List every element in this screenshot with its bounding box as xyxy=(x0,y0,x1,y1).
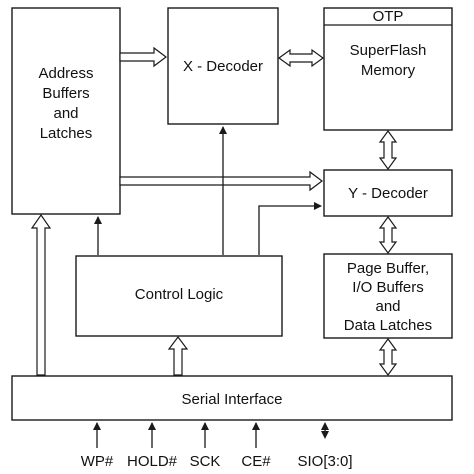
bus-arrow-pagebuffer-serial xyxy=(378,337,398,377)
superflash-label: SuperFlash Memory xyxy=(350,42,427,79)
serial-interface-label: Serial Interface xyxy=(182,391,283,408)
bus-arrow-serial-to-control xyxy=(167,336,189,376)
pin-label-sck: SCK xyxy=(190,453,221,470)
x-decoder-block xyxy=(167,7,279,125)
svg-text:Latches: Latches xyxy=(40,125,93,142)
bus-arrow-xdecoder-superflash xyxy=(277,48,325,68)
pin-arrow-sio-down xyxy=(321,431,329,439)
svg-text:Data Latches: Data Latches xyxy=(344,317,432,334)
page-buffer-label: Page Buffer, I/O Buffers and Data Latche… xyxy=(344,260,432,334)
bus-arrow-superflash-ydecoder xyxy=(378,129,398,171)
bus-arrow-address-to-xdecoder xyxy=(119,46,167,68)
pin-label-ce: CE# xyxy=(241,453,271,470)
pin-arrow-sio-up xyxy=(321,422,329,430)
bus-arrow-address-to-ydecoder xyxy=(119,170,323,192)
svg-text:Page Buffer,: Page Buffer, xyxy=(347,260,429,277)
control-logic-block xyxy=(75,255,283,337)
x-decoder-label: X - Decoder xyxy=(183,58,263,75)
svg-text:and: and xyxy=(53,105,78,122)
svg-text:Address: Address xyxy=(38,65,93,82)
bus-arrow-serial-to-address xyxy=(30,213,52,376)
svg-text:Memory: Memory xyxy=(361,62,416,79)
address-buffers-label: Address Buffers and Latches xyxy=(38,65,93,142)
address-buffers-block xyxy=(11,7,121,215)
svg-text:Buffers: Buffers xyxy=(42,85,89,102)
control-logic-label: Control Logic xyxy=(135,286,224,303)
bus-arrow-ydecoder-pagebuffer xyxy=(378,215,398,255)
pin-label-sio: SIO[3:0] xyxy=(297,453,352,470)
y-decoder-block xyxy=(323,169,453,217)
svg-text:SuperFlash: SuperFlash xyxy=(350,42,427,59)
pin-label-hold: HOLD# xyxy=(127,453,178,470)
svg-text:and: and xyxy=(375,298,400,315)
otp-label: OTP xyxy=(373,8,404,25)
y-decoder-label: Y - Decoder xyxy=(348,185,428,202)
svg-text:I/O Buffers: I/O Buffers xyxy=(352,279,423,296)
line-control-to-ydecoder xyxy=(258,202,322,255)
page-buffer-block xyxy=(323,253,453,339)
superflash-memory-block xyxy=(323,7,453,131)
pin-label-wp: WP# xyxy=(81,453,114,470)
serial-interface-block xyxy=(11,375,453,421)
